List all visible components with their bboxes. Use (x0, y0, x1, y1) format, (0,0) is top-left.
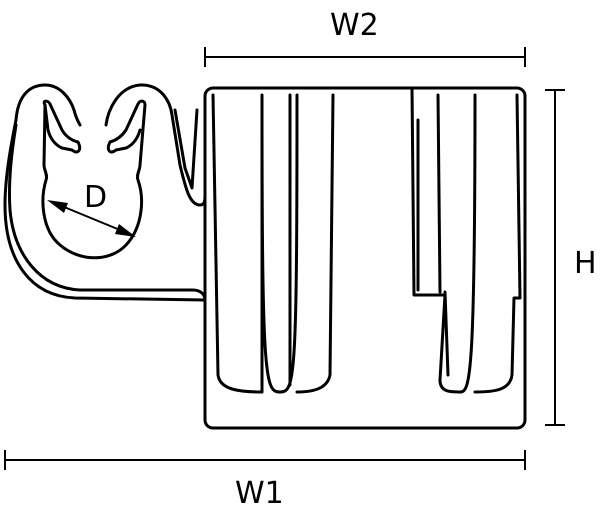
clip-outer-outline (3, 83, 207, 302)
w2-label: W2 (330, 8, 379, 43)
clip-inner-band (7, 123, 207, 302)
diameter-arrowhead-left (47, 200, 68, 213)
body-outline (203, 86, 527, 430)
w1-label: W1 (235, 476, 284, 511)
clip-inner-outline (41, 99, 147, 260)
clip-right-arm (173, 108, 199, 190)
h-label: H (574, 246, 597, 281)
body-right-slot (410, 86, 522, 394)
body-left-slot (211, 93, 335, 394)
diameter-label: D (84, 180, 107, 215)
diameter-arrowhead-right (115, 224, 136, 237)
